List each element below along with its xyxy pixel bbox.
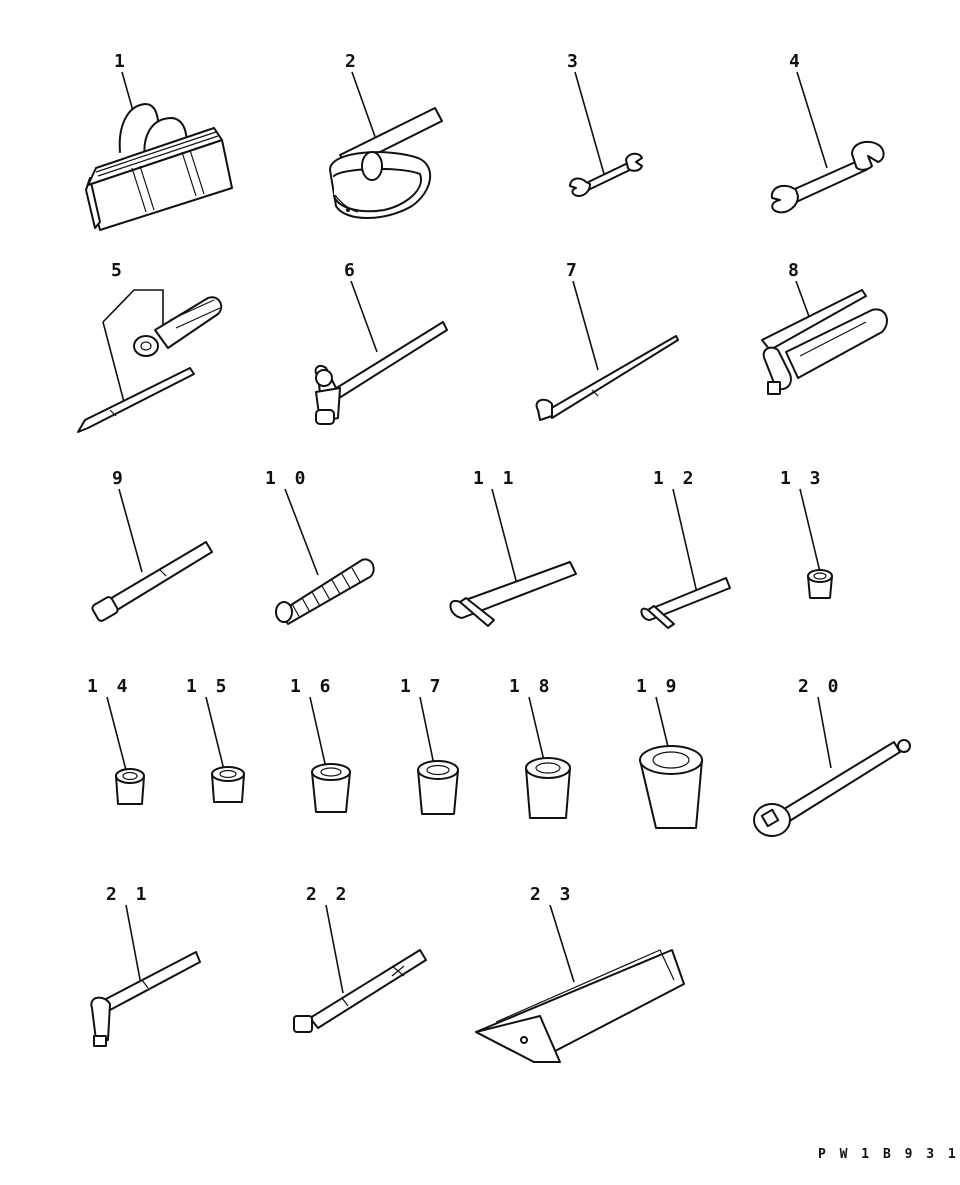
part-label-10: 1 0 — [265, 468, 310, 489]
hammer-drawing — [314, 321, 448, 425]
pry-bar-drawing — [535, 335, 679, 421]
part-label-18: 1 8 — [509, 676, 554, 697]
grease-gun-drawing — [761, 289, 888, 395]
grease-hose-drawing — [275, 558, 375, 625]
large-wrench-drawing — [770, 140, 885, 214]
small-wrench-drawing — [569, 152, 643, 197]
small-hex-key-drawing — [640, 577, 731, 629]
screwdriver-drawing — [77, 296, 223, 433]
part-label-20: 2 0 — [798, 676, 843, 697]
part-label-4: 4 — [789, 51, 804, 72]
part-label-15: 1 5 — [186, 676, 231, 697]
part-label-5: 5 — [111, 260, 126, 281]
leader-lines — [102, 71, 832, 994]
large-hex-key-drawing — [449, 561, 577, 627]
part-label-23: 2 3 — [530, 884, 575, 905]
extension-bar-drawing — [753, 739, 911, 837]
part-label-14: 1 4 — [87, 676, 132, 697]
part-label-1: 1 — [114, 51, 129, 72]
part-label-13: 1 3 — [780, 468, 825, 489]
filter-wrench-drawing — [329, 107, 443, 219]
part-label-11: 1 1 — [473, 468, 518, 489]
part-label-9: 9 — [112, 468, 127, 489]
tool-bag-drawing — [85, 103, 233, 231]
part-label-3: 3 — [567, 51, 582, 72]
universal-joint-handle-drawing — [293, 949, 427, 1033]
part-label-7: 7 — [566, 260, 581, 281]
part-label-12: 1 2 — [653, 468, 698, 489]
part-label-17: 1 7 — [400, 676, 445, 697]
part-label-19: 1 9 — [636, 676, 681, 697]
sockets-drawing — [115, 745, 703, 829]
grease-nozzle-drawing — [91, 541, 213, 622]
part-label-22: 2 2 — [306, 884, 351, 905]
part-label-16: 1 6 — [290, 676, 335, 697]
l-handle-drawing — [90, 951, 201, 1047]
part-label-8: 8 — [788, 260, 803, 281]
drawing-code: P W 1 B 9 3 1 — [818, 1147, 959, 1162]
socket-13-drawing — [807, 569, 833, 599]
part-label-6: 6 — [344, 260, 359, 281]
part-label-2: 2 — [345, 51, 360, 72]
part-label-21: 2 1 — [106, 884, 151, 905]
tool-pouch-drawing — [475, 949, 685, 1063]
